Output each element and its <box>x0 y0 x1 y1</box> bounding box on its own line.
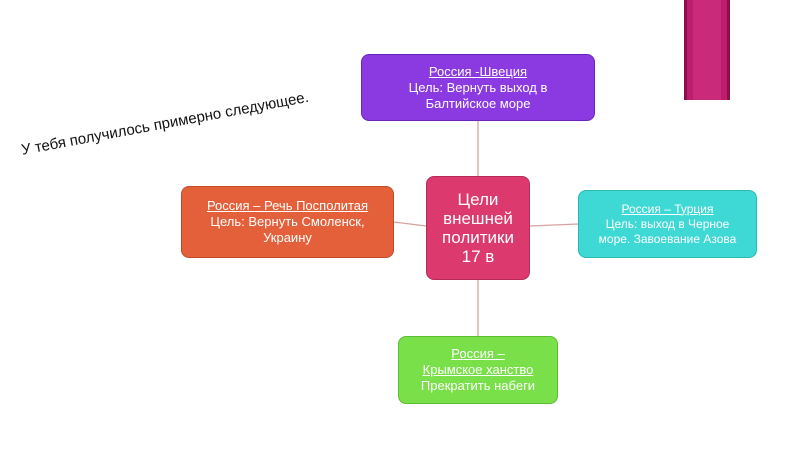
node-center-line-3: политики <box>442 228 514 247</box>
node-russia-sweden: Россия -Швеция Цель: Вернуть выход в Бал… <box>361 54 595 121</box>
node-center-line-4: 17 в <box>461 247 495 266</box>
node-russia-crimean-khanate-heading-line-2: Крымское ханство <box>422 362 534 377</box>
node-russia-commonwealth: Россия – Речь Посполитая Цель: Вернуть С… <box>181 186 394 258</box>
node-russia-sweden-goal-line-2: Балтийское море <box>425 95 531 111</box>
node-russia-commonwealth-goal-line-1: Цель: Вернуть Смоленск, <box>210 214 365 229</box>
node-russia-crimean-khanate-goal: Прекратить набеги <box>420 378 536 393</box>
node-russia-crimean-khanate-heading-line-1: Россия – <box>451 346 505 361</box>
node-russia-sweden-heading: Россия -Швеция <box>428 63 528 79</box>
decorative-accent-bar <box>684 0 730 100</box>
node-russia-turkey-heading: Россия – Турция <box>621 201 714 216</box>
connector-left <box>393 221 427 227</box>
node-russia-commonwealth-goal-line-2: Украину <box>263 230 312 245</box>
node-center-foreign-policy-goals: Цели внешней политики 17 в <box>426 176 530 280</box>
node-center-line-1: Цели <box>457 190 499 209</box>
node-russia-turkey: Россия – Турция Цель: выход в Черное мор… <box>578 190 757 258</box>
node-russia-turkey-goal-line-2: море. Завоевание Азова <box>598 231 737 246</box>
node-russia-sweden-goal-line-1: Цель: Вернуть выход в <box>408 79 548 95</box>
node-russia-turkey-goal-line-1: Цель: выход в Черное <box>605 216 730 231</box>
node-center-line-2: внешней <box>443 209 513 228</box>
node-russia-commonwealth-heading: Россия – Речь Посполитая <box>206 198 369 213</box>
node-russia-crimean-khanate: Россия – Крымское ханство Прекратить наб… <box>398 336 558 404</box>
connector-right <box>529 223 579 227</box>
